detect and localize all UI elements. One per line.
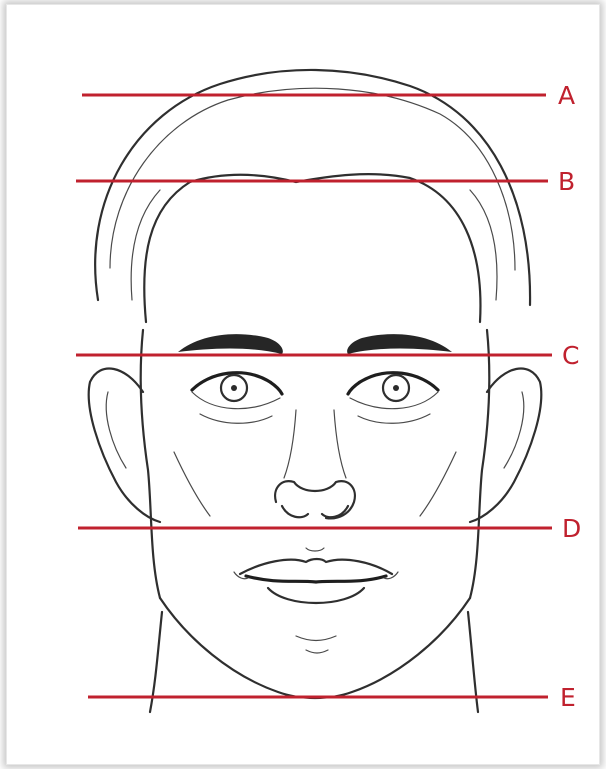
guide-label-d: D [562, 514, 581, 543]
lower-lip [268, 588, 364, 603]
hairline-strand-right [470, 190, 497, 300]
nose-bridge-left [284, 410, 296, 478]
eye-right-crease [358, 414, 430, 423]
guide-label-b: B [558, 167, 575, 196]
guide-label-e: E [560, 683, 576, 712]
cheek-left-line [174, 452, 210, 516]
eye-right-pupil [393, 385, 399, 391]
guide-label-c: C [562, 341, 579, 370]
face-left-side [141, 330, 160, 598]
hairline [144, 174, 480, 322]
eyebrow-left [178, 334, 283, 354]
face-right-side [470, 330, 489, 598]
eye-left-crease [200, 414, 272, 423]
nostril-left [282, 506, 308, 517]
jawline [160, 598, 470, 698]
nose-bridge-right [334, 410, 346, 478]
chin-dimple [306, 650, 328, 653]
eye-left-pupil [231, 385, 237, 391]
philtrum [306, 548, 324, 551]
cheek-right-line [420, 452, 456, 516]
face-sketch [89, 70, 542, 712]
eyebrow-right [347, 334, 452, 354]
skull-outline [95, 70, 530, 305]
hairline-strand-left [131, 190, 160, 300]
upper-lip [240, 559, 392, 574]
guide-label-a: A [558, 81, 575, 110]
lip-line [246, 576, 386, 582]
ear-left-inner [106, 392, 126, 468]
chin-mark [296, 636, 336, 641]
ear-right-inner [504, 392, 524, 468]
